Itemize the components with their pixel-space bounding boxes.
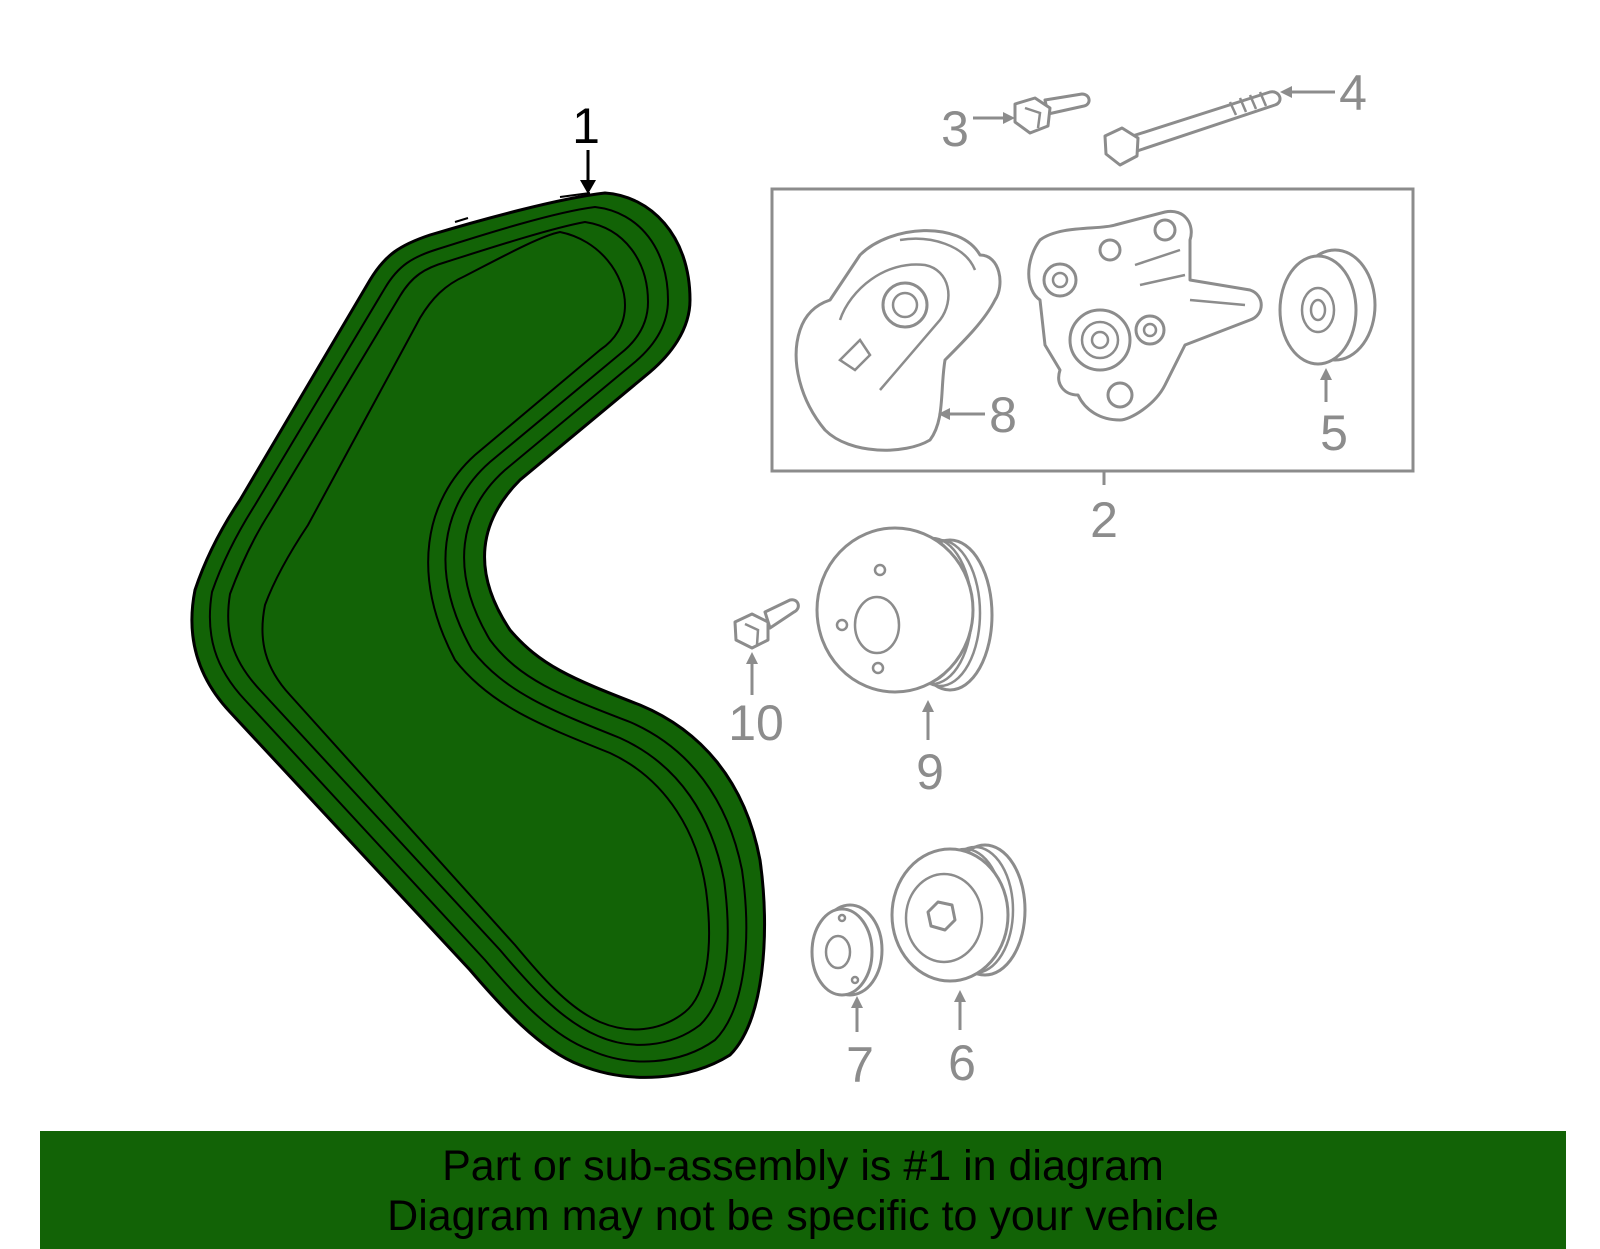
- callout-8-label: 8: [989, 387, 1017, 443]
- idler-pulley-part-5[interactable]: 5: [1278, 248, 1377, 461]
- pulley-part-6[interactable]: 6: [890, 843, 1027, 1091]
- callout-3-label: 3: [941, 101, 969, 157]
- tensioner-assembly-box[interactable]: 2: [770, 187, 1415, 548]
- callout-9-label: 9: [916, 744, 944, 800]
- pulley-part-9[interactable]: 9: [815, 526, 994, 800]
- callout-1-label: 1: [572, 98, 600, 154]
- pulley-part-7[interactable]: 7: [810, 903, 884, 1093]
- banner-line-1: Part or sub-assembly is #1 in diagram: [442, 1142, 1164, 1190]
- banner-line-2: Diagram may not be specific to your vehi…: [387, 1192, 1219, 1240]
- info-banner: Part or sub-assembly is #1 in diagram Di…: [40, 1131, 1566, 1249]
- bolt-part-4[interactable]: 4: [1103, 65, 1367, 167]
- callout-2-label: 2: [1090, 492, 1118, 548]
- callout-4-label: 4: [1339, 65, 1367, 121]
- callout-5-label: 5: [1320, 405, 1348, 461]
- callout-1: 1: [572, 98, 600, 194]
- bolt-part-3[interactable]: 3: [941, 92, 1091, 157]
- tensioner-arm-part-8[interactable]: 8: [794, 229, 1017, 452]
- callout-6-label: 6: [948, 1035, 976, 1091]
- callout-10-label: 10: [728, 695, 784, 751]
- callout-7-label: 7: [846, 1037, 874, 1093]
- serpentine-belt[interactable]: [190, 191, 767, 1079]
- tensioner-bracket[interactable]: [1027, 209, 1263, 422]
- bolt-part-10[interactable]: 10: [728, 598, 800, 751]
